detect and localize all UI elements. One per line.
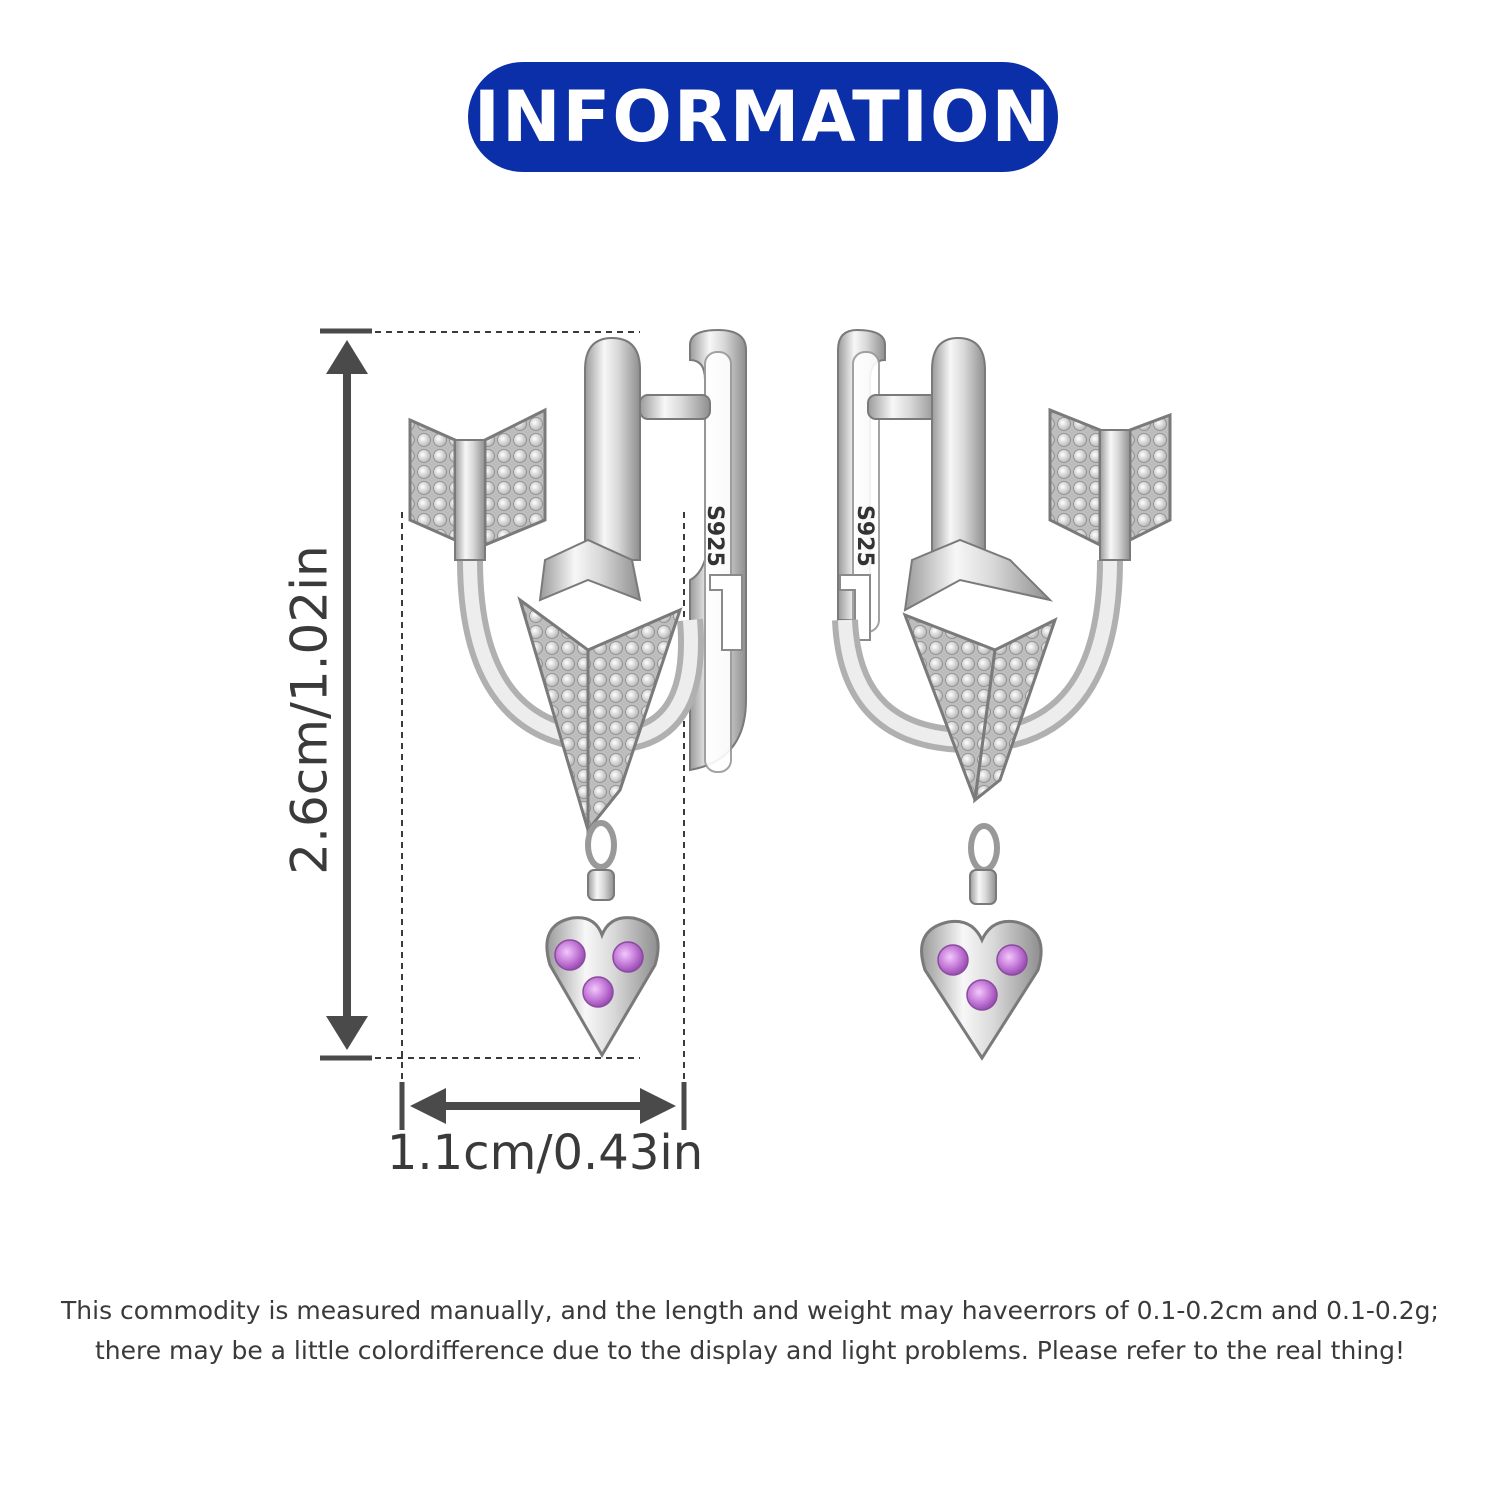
banner-title: INFORMATION — [473, 76, 1053, 158]
stamp-right: S925 — [852, 505, 877, 567]
notice-line-1: This commodity is measured manually, and… — [61, 1296, 1439, 1325]
width-label: 1.1cm/0.43in — [386, 1125, 704, 1181]
height-label: 2.6cm/1.02in — [281, 545, 339, 875]
notice-line-2: there may be a little colordifference du… — [94, 1336, 1406, 1365]
height-dimension: 2.6cm/1.02in — [270, 545, 350, 874]
left-earring — [408, 328, 747, 1058]
dimension-guides — [375, 331, 685, 1080]
height-arrow — [320, 328, 372, 1061]
right-earring — [832, 328, 1172, 1061]
width-arrow — [399, 1082, 687, 1130]
information-banner: INFORMATION — [468, 62, 1058, 172]
stamp-left: S925 — [702, 505, 727, 567]
